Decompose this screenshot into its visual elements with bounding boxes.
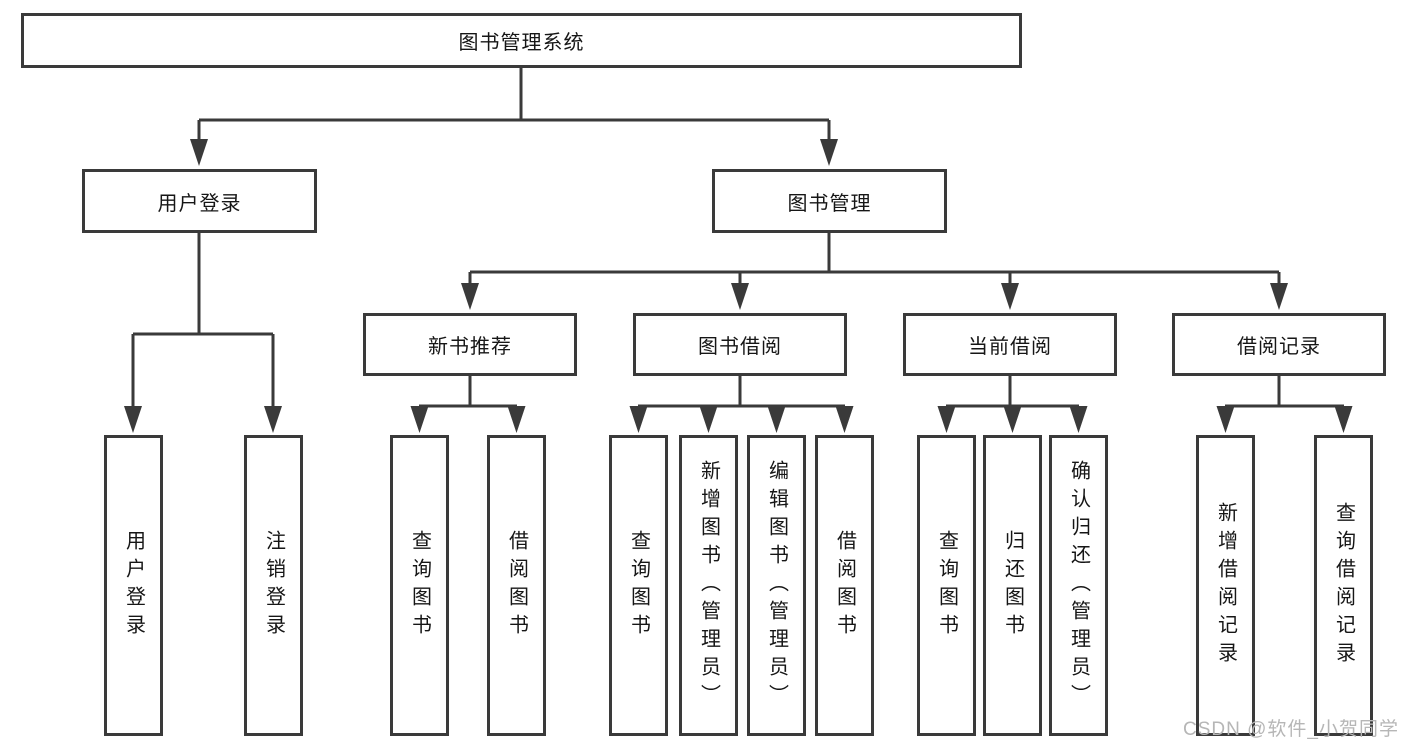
node-current-borrowing: 当前借阅 bbox=[903, 313, 1117, 376]
connector-new-book-to-leaves bbox=[410, 376, 526, 433]
connector-borrowing-to-leaves bbox=[629, 376, 854, 433]
leaf-edit-book-admin: 编辑图书（管理员） bbox=[747, 435, 806, 736]
watermark: CSDN @软件_小贺同学 bbox=[1183, 719, 1399, 740]
leaf-add-book-admin: 新增图书（管理员） bbox=[679, 435, 738, 736]
node-user-login: 用户登录 bbox=[82, 169, 317, 233]
arrowhead-down-icon bbox=[937, 406, 956, 433]
node-book-borrowing: 图书借阅 bbox=[633, 313, 847, 376]
leaf-query-books-2: 查询图书 bbox=[609, 435, 668, 736]
arrowhead-down-icon bbox=[835, 406, 854, 433]
node-label: 新增图书（管理员） bbox=[697, 459, 720, 712]
arrowhead-down-icon bbox=[731, 283, 749, 310]
arrowhead-down-icon bbox=[1001, 283, 1019, 310]
arrowhead-down-icon bbox=[1069, 406, 1088, 433]
leaf-logout: 注销登录 bbox=[244, 435, 303, 736]
connector-current-to-leaves bbox=[937, 376, 1088, 433]
connector-records-to-leaves bbox=[1216, 376, 1353, 433]
node-label: 查询图书 bbox=[408, 529, 431, 642]
node-label: 借阅图书 bbox=[505, 529, 528, 642]
leaf-query-books-3: 查询图书 bbox=[917, 435, 976, 736]
node-label: 查询图书 bbox=[627, 529, 650, 642]
arrowhead-down-icon bbox=[1270, 283, 1288, 310]
node-label: 图书管理 bbox=[787, 192, 872, 215]
leaf-user-login: 用户登录 bbox=[104, 435, 163, 736]
node-new-book-recommend: 新书推荐 bbox=[363, 313, 577, 376]
node-label: 当前借阅 bbox=[968, 336, 1052, 358]
node-label: 注销登录 bbox=[262, 529, 285, 642]
leaf-query-borrow-record: 查询借阅记录 bbox=[1314, 435, 1373, 736]
leaf-borrow-books-2: 借阅图书 bbox=[815, 435, 874, 736]
arrowhead-down-icon bbox=[1003, 406, 1022, 433]
arrowhead-down-icon bbox=[190, 139, 208, 166]
arrowhead-down-icon bbox=[124, 406, 142, 433]
leaf-return-book: 归还图书 bbox=[983, 435, 1042, 736]
node-label: 确认归还（管理员） bbox=[1067, 459, 1090, 712]
node-label: 借阅记录 bbox=[1237, 336, 1321, 358]
node-label: 新增借阅记录 bbox=[1214, 501, 1237, 670]
arrowhead-down-icon bbox=[629, 406, 648, 433]
arrowhead-down-icon bbox=[410, 406, 429, 433]
node-label: 编辑图书（管理员） bbox=[765, 459, 788, 712]
leaf-query-books-1: 查询图书 bbox=[390, 435, 449, 736]
node-borrowing-records: 借阅记录 bbox=[1172, 313, 1386, 376]
arrowhead-down-icon bbox=[1216, 406, 1235, 433]
connector-book-mgmt-to-level3 bbox=[461, 233, 1288, 310]
node-label: 用户登录 bbox=[122, 529, 145, 642]
leaf-confirm-return-admin: 确认归还（管理员） bbox=[1049, 435, 1108, 736]
arrowhead-down-icon bbox=[264, 406, 282, 433]
node-label: 图书管理系统 bbox=[458, 32, 585, 54]
connector-root-to-level2 bbox=[190, 68, 838, 166]
node-book-management: 图书管理 bbox=[712, 169, 947, 233]
arrowhead-down-icon bbox=[461, 283, 479, 310]
arrowhead-down-icon bbox=[699, 406, 718, 433]
node-label: 图书借阅 bbox=[698, 336, 782, 358]
arrowhead-down-icon bbox=[767, 406, 786, 433]
leaf-borrow-books-1: 借阅图书 bbox=[487, 435, 546, 736]
leaf-add-borrow-record: 新增借阅记录 bbox=[1196, 435, 1255, 736]
node-label: 新书推荐 bbox=[428, 336, 512, 358]
node-label: 借阅图书 bbox=[833, 529, 856, 642]
node-label: 查询借阅记录 bbox=[1332, 501, 1355, 670]
node-root-system: 图书管理系统 bbox=[21, 13, 1022, 68]
arrowhead-down-icon bbox=[1334, 406, 1353, 433]
connector-user-login-to-leaves bbox=[124, 233, 282, 433]
arrowhead-down-icon bbox=[820, 139, 838, 166]
node-label: 归还图书 bbox=[1001, 529, 1024, 642]
arrowhead-down-icon bbox=[507, 406, 526, 433]
node-label: 查询图书 bbox=[935, 529, 958, 642]
node-label: 用户登录 bbox=[157, 192, 242, 215]
